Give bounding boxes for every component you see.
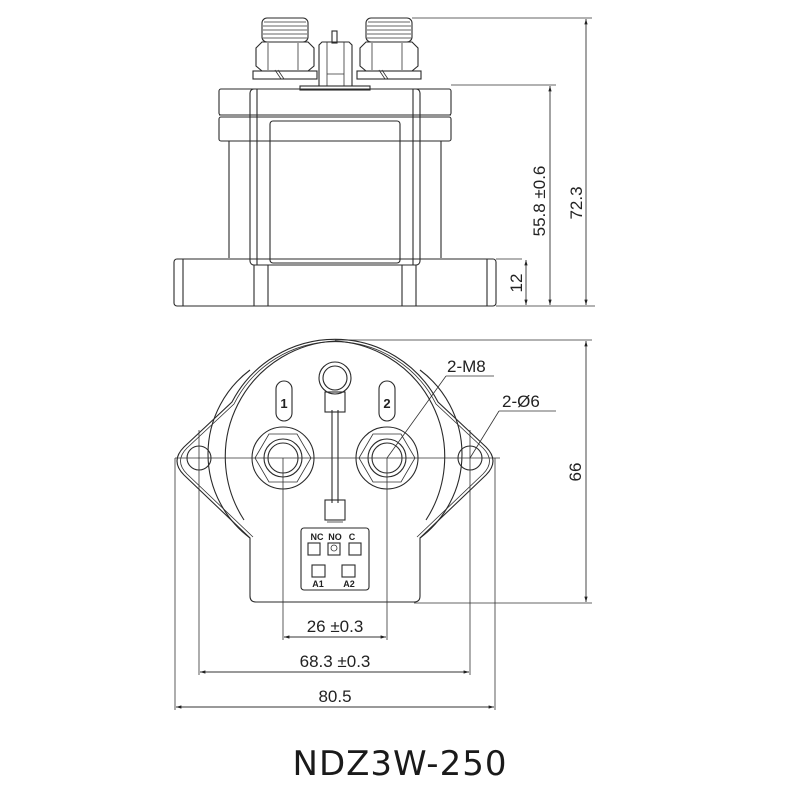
terminal-label-1: 1 xyxy=(280,396,287,411)
callout-terminals: 2-M8 xyxy=(447,357,486,376)
main-body xyxy=(249,88,421,266)
pin-label-no: NO xyxy=(328,532,342,542)
body-label-panel xyxy=(269,120,401,264)
mounting-flange xyxy=(173,258,497,307)
dim-overall-depth: 66 xyxy=(566,463,585,482)
dim-flange-height: 12 xyxy=(507,274,526,293)
bottom-view: 1 2 NC NO C A1 A2 xyxy=(174,338,592,710)
callout-mount-holes: 2-Ø6 xyxy=(502,392,540,411)
terminal-stud-right xyxy=(356,17,422,80)
terminal-label-2: 2 xyxy=(383,396,390,411)
dim-terminal-spacing: 26 ±0.3 xyxy=(307,617,364,636)
model-title: NDZ3W-250 xyxy=(292,744,508,784)
pin-label-c: C xyxy=(349,532,356,542)
side-view: 72.3 55.8 ±0.6 12 xyxy=(173,17,595,307)
dim-total-height: 72.3 xyxy=(567,186,586,219)
coil-wire xyxy=(318,361,352,523)
pin-label-nc: NC xyxy=(311,532,324,542)
base-outline xyxy=(176,338,494,603)
dim-body-height: 55.8 ±0.6 xyxy=(530,166,549,237)
coil-connector: NC NO C A1 A2 xyxy=(300,527,370,591)
coil-connector-post xyxy=(299,30,371,91)
pin-label-a1: A1 xyxy=(312,579,324,589)
dim-hole-spacing: 68.3 ±0.3 xyxy=(300,652,371,671)
dim-overall-width: 80.5 xyxy=(318,687,351,706)
pin-label-a2: A2 xyxy=(343,579,355,589)
top-cap xyxy=(218,88,452,116)
terminal-stud-left xyxy=(252,17,318,80)
